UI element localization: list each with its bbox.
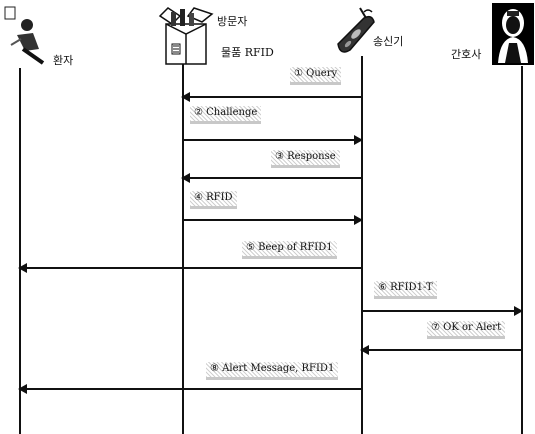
message-label: ① Query <box>290 67 341 85</box>
handheld-transmitter-icon <box>330 4 378 56</box>
message-arrow <box>362 349 521 351</box>
lifeline-patient <box>19 68 21 434</box>
message-label: ③ Response <box>271 150 340 168</box>
message-label: ⑦ OK or Alert <box>427 321 505 339</box>
lifeline-rfid <box>182 64 184 434</box>
arrow-head <box>354 215 363 225</box>
arrow-head <box>354 135 363 145</box>
arrow-head <box>360 345 369 355</box>
lifeline-nurse <box>521 66 523 434</box>
message-arrow <box>183 96 361 98</box>
actor-label-transmitter: 송신기 <box>373 33 403 49</box>
nurse-figure-icon <box>492 3 534 65</box>
actor-label-nurse: 간호사 <box>451 46 481 62</box>
arrow-head <box>181 173 190 183</box>
arrow-head <box>181 92 190 102</box>
lifeline-transmitter <box>361 56 363 434</box>
message-label: ⑧ Alert Message, RFID1 <box>206 362 338 380</box>
arrow-head <box>18 384 27 394</box>
message-label: ② Challenge <box>190 106 261 124</box>
message-arrow <box>183 219 361 221</box>
message-arrow <box>183 177 361 179</box>
message-label: ⑥ RFID1-T <box>374 281 437 299</box>
patient-figure-icon <box>3 5 48 65</box>
actor-label-visitor: 방문자 <box>217 13 247 29</box>
box-with-bottles-icon <box>158 4 216 68</box>
message-label: ④ RFID <box>190 191 237 209</box>
message-arrow <box>362 310 521 312</box>
arrow-head <box>18 263 27 273</box>
actor-label-patient: 환자 <box>53 52 73 68</box>
arrow-head <box>514 306 523 316</box>
message-label: ⑤ Beep of RFID1 <box>242 241 337 259</box>
message-arrow <box>20 267 361 269</box>
message-arrow <box>20 388 361 390</box>
message-arrow <box>183 139 361 141</box>
actor-label-rfid: 물품 RFID <box>221 44 274 60</box>
